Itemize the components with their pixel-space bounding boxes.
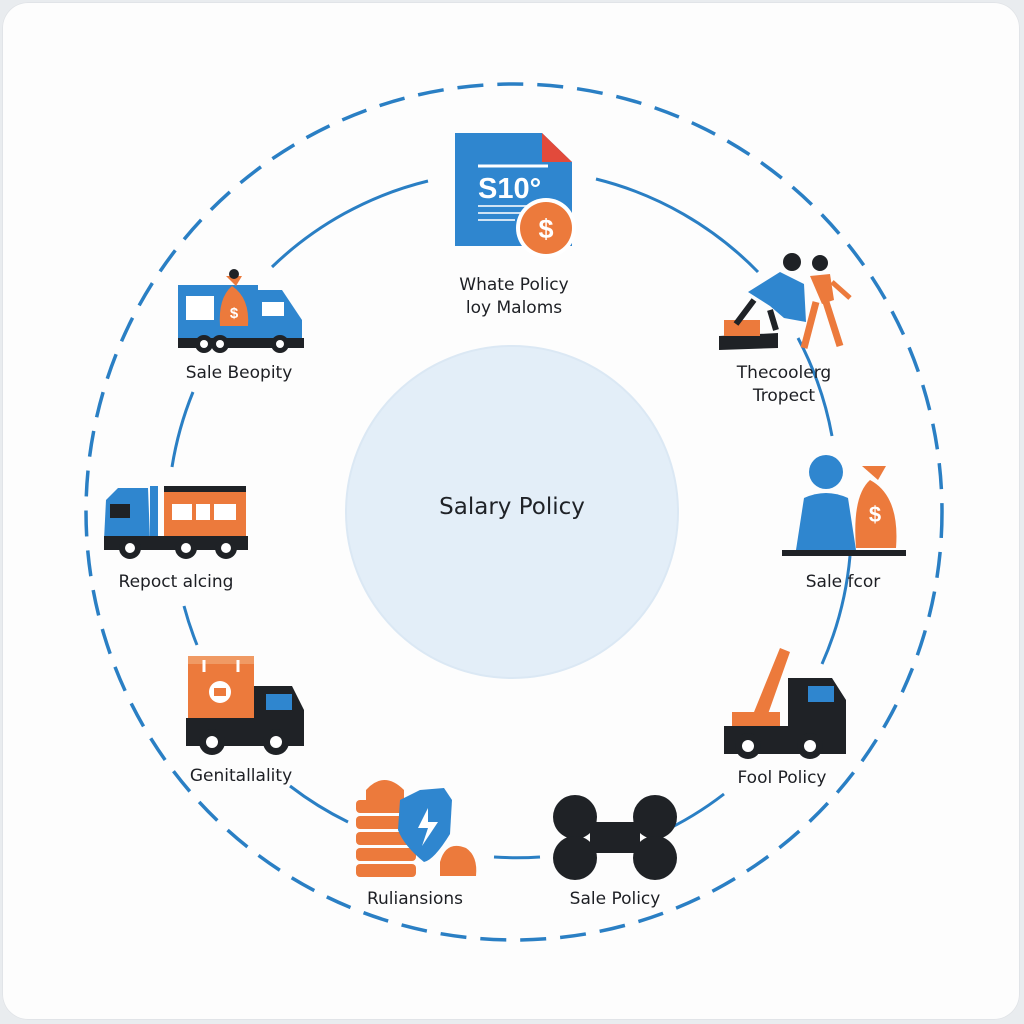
delivery-truck-icon: $ <box>178 269 304 353</box>
doc-amount-text: S10° <box>478 173 541 205</box>
node-label-line: Whate Policy loy Maloms <box>459 275 569 318</box>
salary-document-icon: S10° $ <box>455 133 576 258</box>
node-label-top: Whate Policy loy Maloms <box>429 274 599 320</box>
node-label-line: Thecoolerg Tropect <box>736 363 832 406</box>
node-label-left: Repoct alcing <box>118 572 234 592</box>
semi-truck-icon <box>104 486 248 559</box>
node-label-right: Sale fcor <box>805 572 881 592</box>
center-circle <box>345 345 679 679</box>
svg-text:$: $ <box>538 214 553 244</box>
network-nodes-icon <box>553 795 677 880</box>
node-label-lower-right: Fool Policy <box>737 768 827 788</box>
cargo-truck-icon <box>186 656 304 755</box>
node-label-upper-right: Thecoolerg Tropect <box>699 362 869 408</box>
person-money-bag-icon: $ <box>782 455 906 556</box>
node-label-bottom-left: Ruliansions <box>366 889 464 909</box>
node-label-bottom-right: Sale Policy <box>569 889 661 909</box>
workers-icon <box>719 253 852 350</box>
outer-dashed-ring <box>84 82 944 942</box>
svg-text:$: $ <box>230 305 239 322</box>
coins-shield-icon <box>356 780 477 877</box>
node-label-lower-left: Genitallality <box>189 766 293 786</box>
center-title: Salary Policy <box>439 494 585 520</box>
svg-text:$: $ <box>869 502 881 527</box>
crane-truck-icon <box>724 648 846 759</box>
node-label-upper-left: Sale Beopity <box>185 363 293 383</box>
